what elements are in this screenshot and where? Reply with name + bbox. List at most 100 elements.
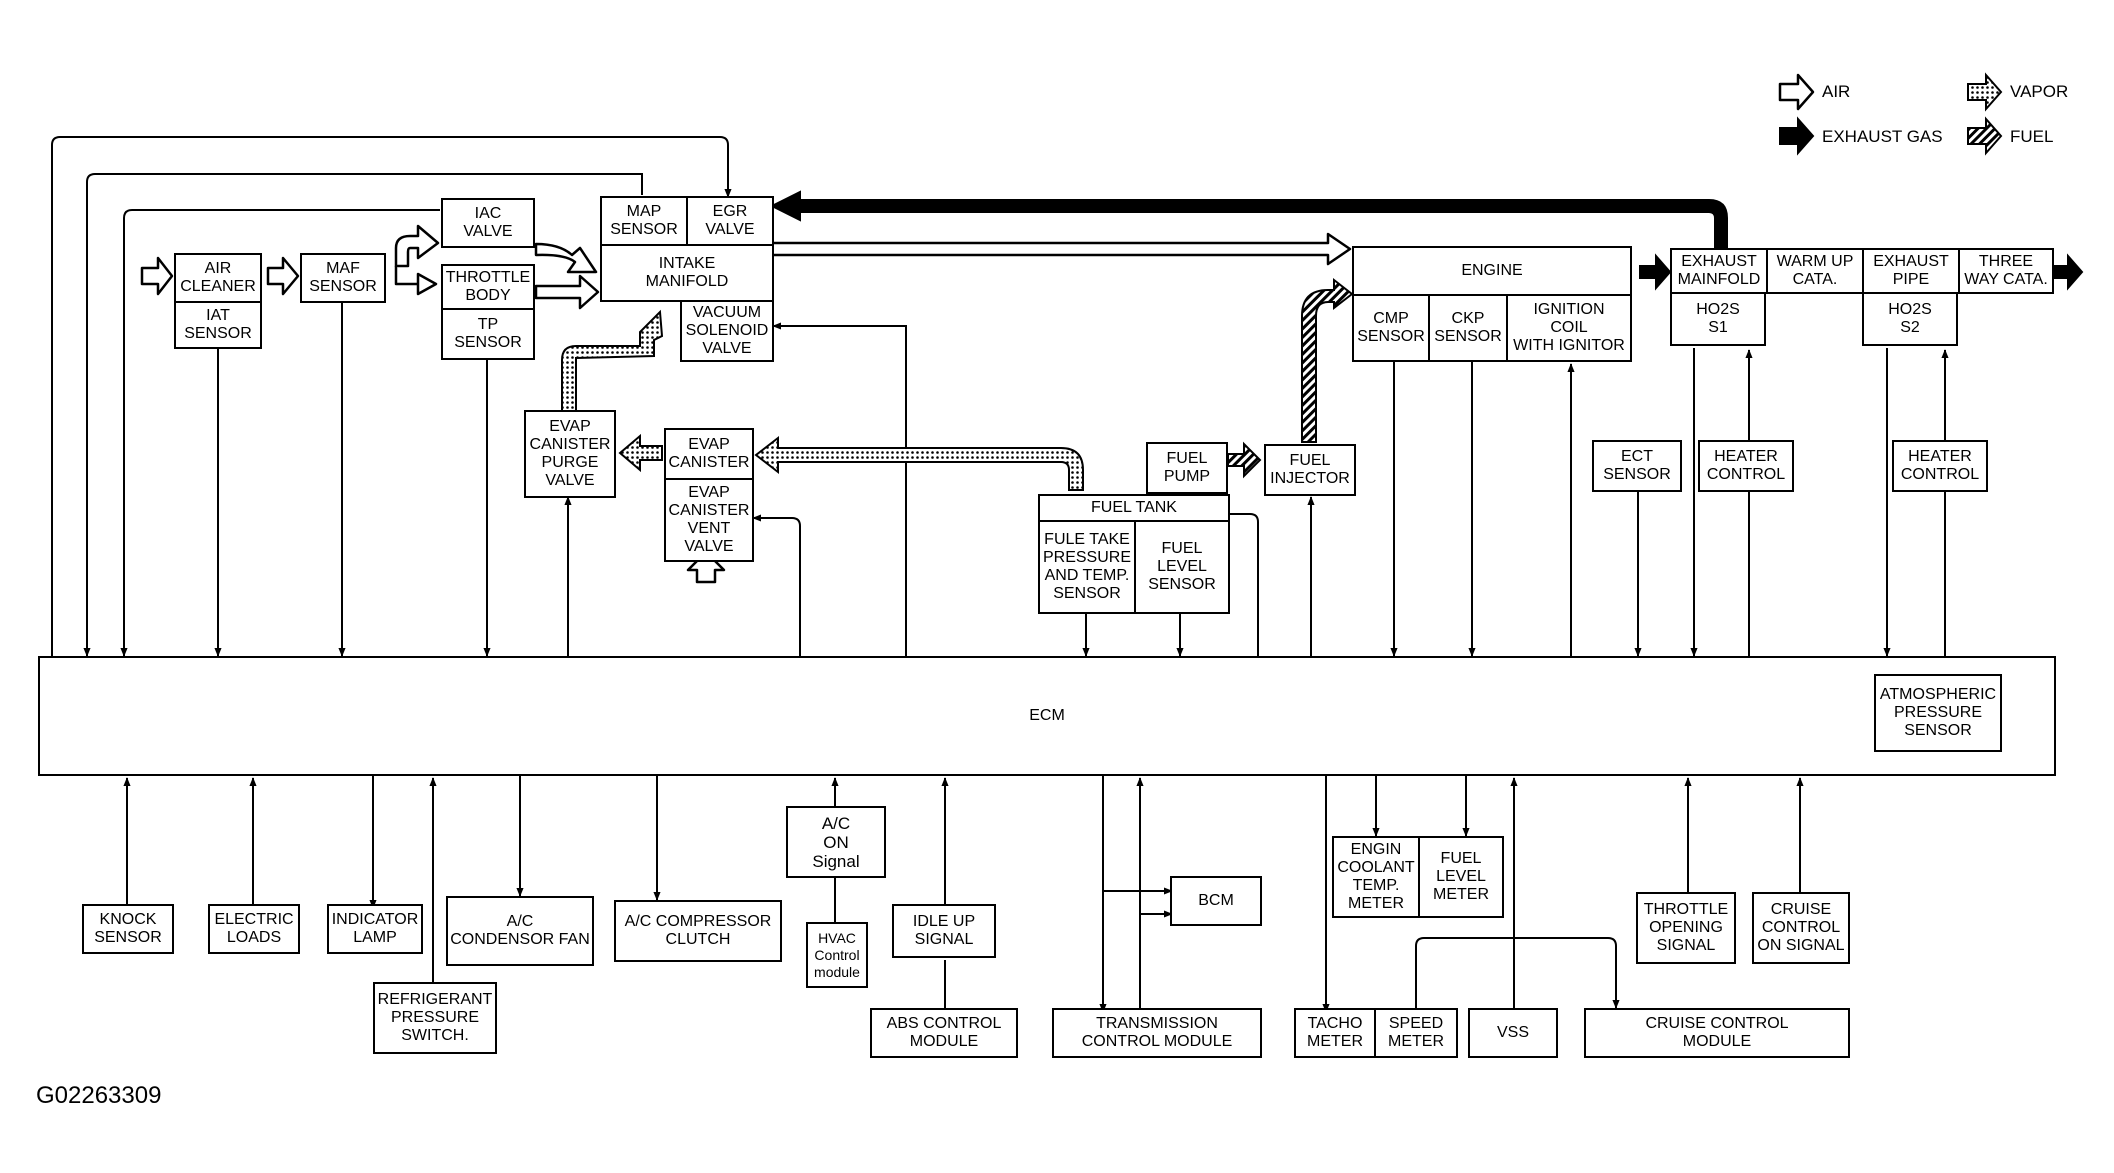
map-sensor: MAP SENSOR <box>602 198 688 246</box>
clutch-block: A/C COMPRESSOR CLUTCH <box>614 900 782 962</box>
tp-sensor: TP SENSOR <box>454 316 522 351</box>
bcm-block: BCM <box>1170 876 1262 926</box>
air-cleaner-block: AIR CLEANER IAT SENSOR <box>174 253 262 349</box>
legend-fuel-label: FUEL <box>2010 127 2054 146</box>
ignition-coil: IGNITION COIL WITH IGNITOR <box>1513 301 1625 354</box>
air-cleaner: AIR CLEANER <box>176 255 260 303</box>
idle-up-signal: IDLE UP SIGNAL <box>912 913 976 948</box>
cruise-control-module: CRUISE CONTROL MODULE <box>1645 1015 1789 1050</box>
abs-control-module: ABS CONTROL MODULE <box>886 1015 1002 1050</box>
canister-block: EVAP CANISTER EVAP CANISTER VENT VALVE <box>664 428 754 562</box>
legend-exhaust-icon <box>1779 116 1815 156</box>
fuel-tank: FUEL TANK <box>1040 496 1228 522</box>
hvac-control-module: HVAC Control module <box>814 929 860 980</box>
legend-vapor-label: VAPOR <box>2010 82 2069 101</box>
heater-1-block: HEATER CONTROL <box>1698 440 1794 492</box>
cruise-module-block: CRUISE CONTROL MODULE <box>1584 1008 1850 1058</box>
figure-id: G02263309 <box>36 1082 162 1109</box>
maf-sensor: MAF SENSOR <box>309 260 377 295</box>
ac-compressor-clutch: A/C COMPRESSOR CLUTCH <box>624 913 772 948</box>
idle-block: IDLE UP SIGNAL <box>892 904 996 958</box>
indicator-lamp: INDICATOR LAMP <box>331 911 419 946</box>
wire-ecm-map <box>83 173 643 657</box>
throttle-body: THROTTLE BODY <box>443 266 533 310</box>
tacho-meter: TACHO METER <box>1296 1010 1376 1056</box>
three-way-cata: THREE WAY CATA. <box>1964 253 2048 288</box>
engine-coolant-temp-meter: ENGIN COOLANT TEMP. METER <box>1334 838 1420 916</box>
exhaust-pipe: EXHAUST PIPE <box>1864 250 1960 292</box>
ho2s-s2: HO2S S2 <box>1888 301 1932 336</box>
fuel-tank-block: FUEL TANK FULE TAKE PRESSURE AND TEMP. S… <box>1038 494 1230 614</box>
throttle-signal-block: THROTTLE OPENING SIGNAL <box>1636 892 1736 964</box>
knock-block: KNOCK SENSOR <box>82 904 174 954</box>
legend-exhaust-label: EXHAUST GAS <box>1822 127 1943 146</box>
iac-valve: IAC VALVE <box>463 205 513 240</box>
exhaust-out-cata <box>2053 253 2084 291</box>
wire-ecm-vsv <box>772 322 907 658</box>
evap-canister-purge-valve: EVAP CANISTER PURGE VALVE <box>529 418 611 489</box>
engine: ENGINE <box>1354 248 1630 296</box>
throttle-body-block: THROTTLE BODY TP SENSOR <box>441 264 535 360</box>
legend-vapor-icon <box>1967 72 2003 112</box>
legend-air-label: AIR <box>1822 82 1851 101</box>
ho2s-s1-block: HO2S S1 <box>1670 292 1766 346</box>
heater-2-block: HEATER CONTROL <box>1892 440 1988 492</box>
refrigerant-pressure-switch: REFRIGERANT PRESSURE SWITCH. <box>377 991 493 1044</box>
air-arrow-cleaner-maf <box>266 256 300 296</box>
abs-block: ABS CONTROL MODULE <box>870 1008 1018 1058</box>
ho2s-s1: HO2S S1 <box>1696 301 1740 336</box>
fuel-injector: FUEL INJECTOR <box>1270 452 1350 487</box>
ect-sensor: ECT SENSOR <box>1603 448 1671 483</box>
atmospheric-pressure-sensor: ATMOSPHERIC PRESSURE SENSOR <box>1879 686 1997 739</box>
air-arrow-maf-throttle <box>394 266 438 296</box>
atmospheric-block: ATMOSPHERIC PRESSURE SENSOR <box>1874 674 2002 752</box>
air-arrow-intake-engine <box>772 232 1352 266</box>
wire-ecm-fuelpump <box>1204 495 1259 658</box>
wire-ecm-iac <box>120 209 440 657</box>
ho2s-s2-block: HO2S S2 <box>1862 292 1958 346</box>
throttle-opening-signal: THROTTLE OPENING SIGNAL <box>1643 901 1729 954</box>
speed-meter: SPEED METER <box>1388 1015 1444 1050</box>
fan-block: A/C CONDENSOR FAN <box>446 896 594 966</box>
fuel-pump: FUEL PUMP <box>1163 450 1211 485</box>
ac-condensor-fan: A/C CONDENSOR FAN <box>450 913 590 948</box>
legend-fuel-icon <box>1967 116 2003 156</box>
purge-valve-block: EVAP CANISTER PURGE VALVE <box>524 410 616 498</box>
tcm-block: TRANSMISSION CONTROL MODULE <box>1052 1008 1262 1058</box>
warm-up-cata: WARM UP CATA. <box>1768 250 1864 292</box>
exhaust-chain-block: EXHAUST MAINFOLD WARM UP CATA. EXHAUST P… <box>1670 248 2054 294</box>
intake-manifold-block: MAP SENSOR EGR VALVE INTAKE MANIFOLD <box>600 196 774 302</box>
vsv-block: VACUUM SOLENOID VALVE <box>680 300 774 362</box>
exhaust-manifold: EXHAUST MAINFOLD <box>1672 250 1768 292</box>
maf-sensor-block: MAF SENSOR <box>300 253 386 303</box>
ecm-block: ECM <box>38 656 2056 776</box>
air-arrow-throttle-intake <box>534 274 600 310</box>
fuel-level-sensor: FUEL LEVEL SENSOR <box>1148 540 1216 593</box>
cmp-sensor: CMP SENSOR <box>1354 296 1430 360</box>
ect-sensor-block: ECT SENSOR <box>1592 440 1682 492</box>
bcm: BCM <box>1198 892 1234 909</box>
electric-loads: ELECTRIC LOADS <box>214 911 294 946</box>
vss-block: VSS <box>1468 1008 1558 1058</box>
transmission-control-module: TRANSMISSION CONTROL MODULE <box>1081 1015 1233 1050</box>
engine-block: ENGINE CMP SENSOR CKP SENSOR IGNITION CO… <box>1352 246 1632 362</box>
knock-sensor: KNOCK SENSOR <box>94 911 162 946</box>
wire-speed-bus <box>1415 937 1620 1012</box>
legend-air-icon <box>1778 73 1815 111</box>
fuel-pump-injector <box>1227 441 1262 479</box>
vapor-purge-intake <box>561 309 664 413</box>
ecm: ECM <box>1029 707 1065 724</box>
iac-valve-block: IAC VALVE <box>441 198 535 248</box>
evap-canister: EVAP CANISTER <box>666 430 752 480</box>
fuel-injector-engine <box>1301 277 1354 443</box>
fuel-pressure-temp-sensor: FULE TAKE PRESSURE AND TEMP. SENSOR <box>1040 522 1136 612</box>
wire-ecm-vent <box>752 514 801 658</box>
wire-ecm-egr <box>51 136 732 658</box>
vapor-canister-purge <box>618 433 663 473</box>
air-arrow-in <box>140 256 174 296</box>
loads-block: ELECTRIC LOADS <box>208 904 300 954</box>
cruise-signal-block: CRUISE CONTROL ON SIGNAL <box>1752 892 1850 964</box>
egr-valve: EGR VALVE <box>688 198 772 246</box>
fuel-pump-block: FUEL PUMP <box>1146 442 1228 494</box>
cruise-control-on-signal: CRUISE CONTROL ON SIGNAL <box>1757 901 1845 954</box>
